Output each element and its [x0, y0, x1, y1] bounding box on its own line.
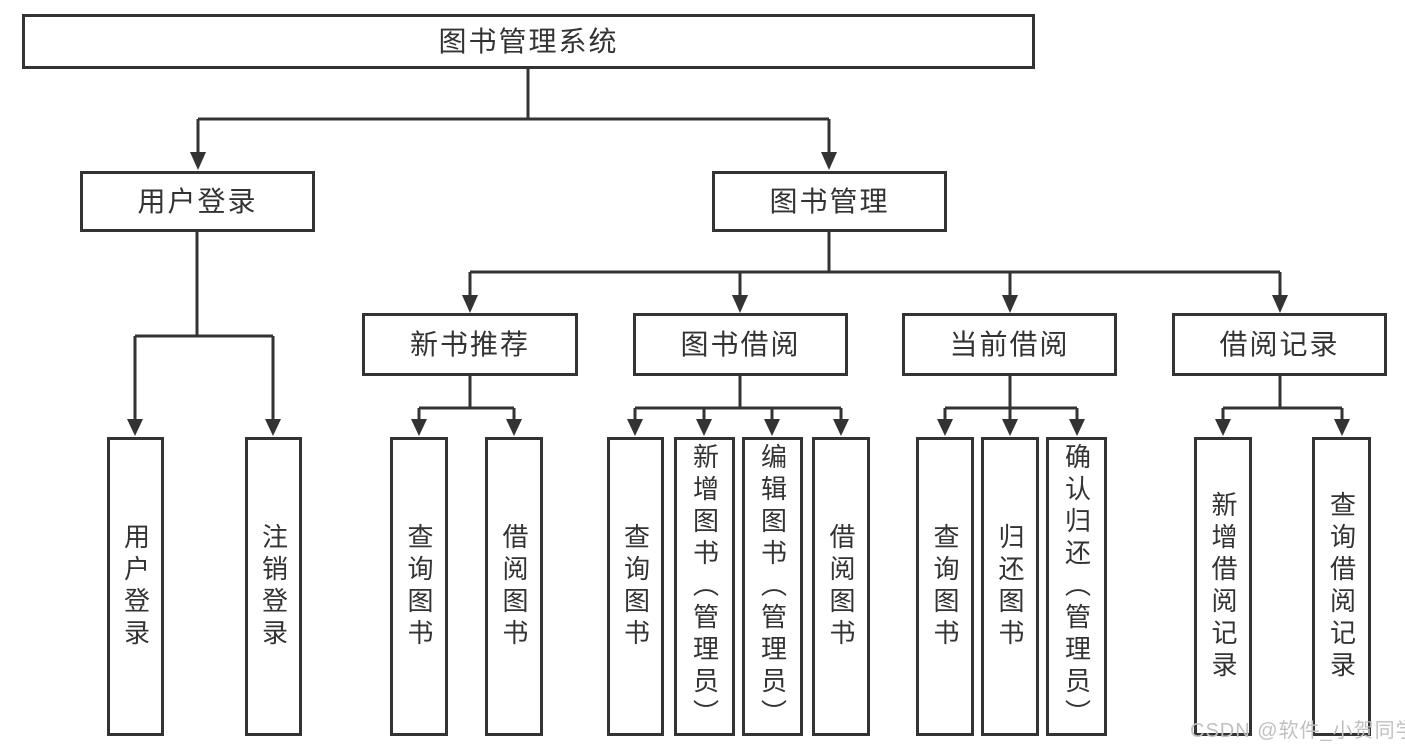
leaf-borrow-books-2-label: 借阅图书	[826, 522, 856, 651]
node-borrow-records: 借阅记录	[1172, 313, 1387, 376]
node-book-management-label: 图书管理	[769, 185, 890, 217]
leaf-query-books-2: 查询图书	[607, 437, 664, 736]
leaf-edit-book-admin: 编辑图书（管理员）	[742, 437, 803, 736]
leaf-query-borrow-record-label: 查询借阅记录	[1326, 490, 1357, 683]
leaf-return-book: 归还图书	[981, 437, 1039, 736]
node-book-borrow: 图书借阅	[633, 313, 848, 376]
node-root: 图书管理系统	[22, 14, 1035, 69]
leaf-logout-label: 注销登录	[258, 522, 289, 651]
node-user-login-label: 用户登录	[137, 185, 258, 217]
node-new-book-recommend: 新书推荐	[362, 313, 578, 376]
leaf-user-login: 用户登录	[107, 437, 164, 736]
arrowheads	[127, 152, 1350, 436]
leaf-query-books-2-label: 查询图书	[620, 522, 651, 651]
leaf-query-books-3: 查询图书	[916, 437, 974, 736]
node-book-borrow-label: 图书借阅	[680, 328, 801, 360]
node-root-label: 图书管理系统	[438, 25, 619, 57]
leaf-add-book-admin-label: 新增图书（管理员）	[689, 442, 720, 731]
leaf-logout: 注销登录	[245, 437, 302, 736]
leaf-confirm-return-admin: 确认归还（管理员）	[1046, 437, 1107, 736]
leaf-query-borrow-record: 查询借阅记录	[1312, 437, 1371, 736]
watermark-text: CSDN @软件_小贺同学	[1190, 720, 1405, 742]
leaf-borrow-books-2: 借阅图书	[812, 437, 870, 736]
node-current-borrow-label: 当前借阅	[949, 328, 1070, 360]
node-current-borrow: 当前借阅	[902, 313, 1117, 376]
leaf-user-login-label: 用户登录	[120, 522, 151, 651]
node-borrow-records-label: 借阅记录	[1219, 328, 1340, 360]
node-new-book-recommend-label: 新书推荐	[409, 328, 530, 360]
leaf-query-books-1-label: 查询图书	[404, 522, 434, 651]
leaf-query-books-3-label: 查询图书	[930, 522, 960, 651]
leaf-query-books-1: 查询图书	[390, 437, 448, 736]
leaf-confirm-return-admin-label: 确认归还（管理员）	[1061, 442, 1092, 731]
node-user-login: 用户登录	[80, 171, 315, 232]
connector-lines	[133, 68, 1344, 421]
leaf-add-borrow-record: 新增借阅记录	[1194, 437, 1252, 736]
leaf-add-borrow-record-label: 新增借阅记录	[1208, 490, 1238, 683]
leaf-borrow-books-1-label: 借阅图书	[499, 522, 529, 651]
node-book-management: 图书管理	[712, 171, 947, 232]
leaf-borrow-books-1: 借阅图书	[485, 437, 543, 736]
leaf-add-book-admin: 新增图书（管理员）	[674, 437, 735, 736]
leaf-return-book-label: 归还图书	[995, 522, 1025, 651]
leaf-edit-book-admin-label: 编辑图书（管理员）	[757, 442, 788, 731]
